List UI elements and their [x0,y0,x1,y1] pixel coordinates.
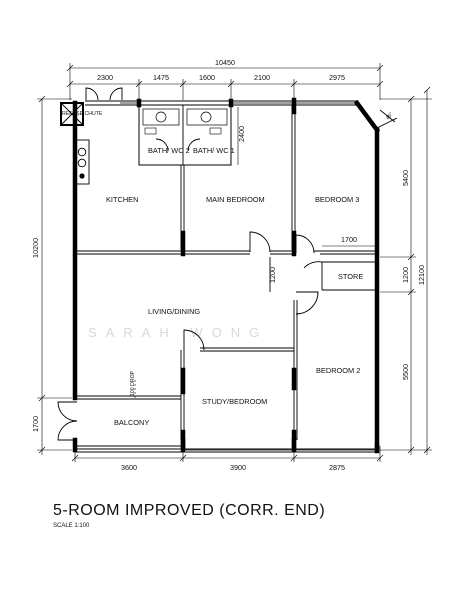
balcony-door [57,401,78,441]
dim-top-3: 1600 [199,73,215,82]
dim-right-2: 1200 [401,267,410,283]
dim-bottom-3: 2875 [329,463,345,472]
entrance-door [85,87,123,102]
dim-bath: 2400 [237,126,246,142]
dim-top-2: 1475 [153,73,169,82]
dim-left-overall: 10200 [31,238,40,258]
window-marks [120,102,375,451]
interior-walls [77,104,377,449]
label-store: STORE [338,272,363,281]
refuse-chute: REFUSE CHUTE [60,102,103,126]
dim-bottom-1: 3600 [121,463,137,472]
dim-top-5: 2975 [329,73,345,82]
plan-scale: SCALE 1:100 [53,523,90,529]
dim-top-4: 2100 [254,73,270,82]
label-bath-wc2: BATH/ WC 2 [148,146,190,155]
angle-marker: 45° [376,109,398,129]
label-drop: 100 DROP [130,370,136,396]
label-study-bedroom: STUDY/BEDROOM [202,397,267,406]
label-bedroom2: BEDROOM 2 [316,366,360,375]
dim-store-width: 1700 [341,235,357,244]
plan-title: 5-ROOM IMPROVED (CORR. END) [53,502,325,519]
angle-label: 45° [385,111,395,121]
refuse-chute-label: REFUSE CHUTE [62,111,103,117]
dim-right-overall: 12100 [417,265,426,285]
dim-bottom-2: 3900 [230,463,246,472]
label-balcony: BALCONY [114,418,149,427]
dim-top-1: 2300 [97,73,113,82]
dimension-lines [37,63,432,462]
dim-overall-top: 10450 [215,58,235,67]
label-bath-wc1: BATH/ WC 1 [193,146,235,155]
bath-fixtures [142,108,228,152]
label-kitchen: KITCHEN [106,195,138,204]
label-bedroom3: BEDROOM 3 [315,195,359,204]
dim-right-1: 5400 [401,170,410,186]
label-living-dining: LIVING/DINING [148,307,200,316]
kitchen-sink [75,139,90,185]
watermark: SARAH WONG [88,325,268,340]
dim-left-balcony: 1700 [31,416,40,432]
dim-corridor: 1200 [268,267,277,283]
dim-right-3: 5500 [401,364,410,380]
label-main-bedroom: MAIN BEDROOM [206,195,265,204]
